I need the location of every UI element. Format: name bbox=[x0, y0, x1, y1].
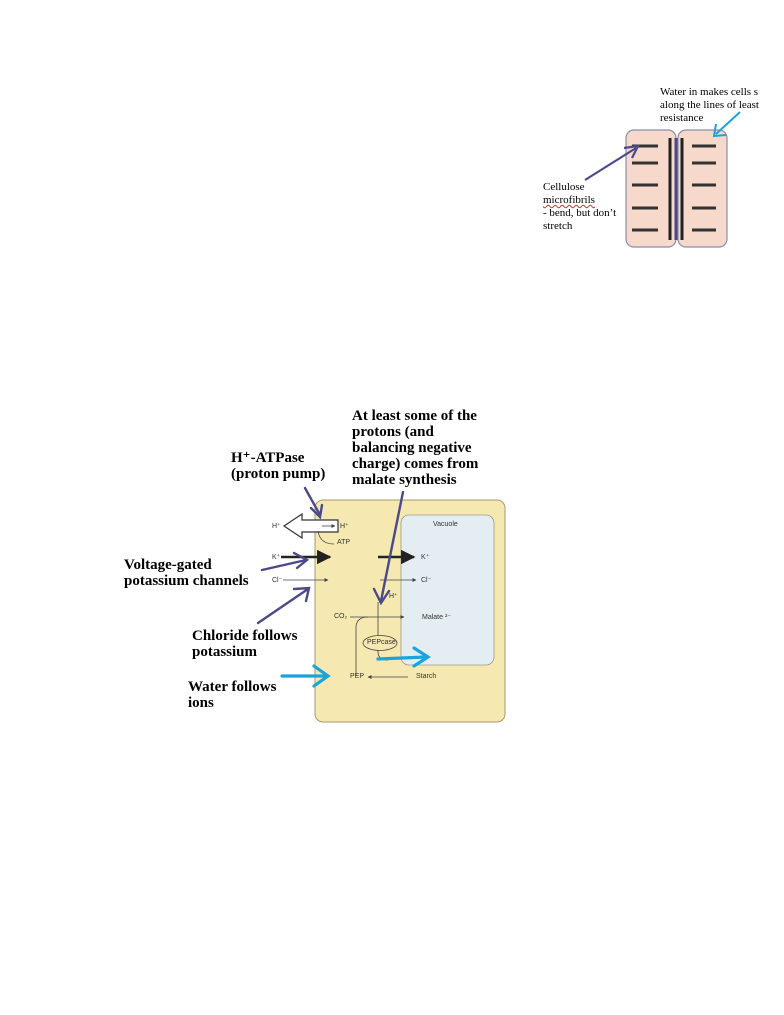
h-small-label: H⁺ bbox=[389, 593, 398, 600]
malate-note-line-5: malate synthesis bbox=[352, 472, 457, 488]
k-vacuole-label: K⁺ bbox=[421, 554, 430, 561]
water-note-line-1: Water in makes cells s bbox=[660, 86, 759, 98]
malate-synthesis-note: At least some of the protons (and balanc… bbox=[352, 408, 478, 488]
water-label-line-1: Water follows bbox=[188, 679, 277, 695]
atp-label: ATP bbox=[337, 539, 351, 546]
malate-label: Malate ²⁻ bbox=[422, 614, 451, 621]
vacuole bbox=[400, 514, 495, 666]
water-in-arrow bbox=[712, 111, 741, 138]
atp-curve bbox=[317, 530, 335, 545]
cellulose-note-line-4: stretch bbox=[543, 220, 573, 232]
water-note: Water in makes cells s along the lines o… bbox=[660, 86, 784, 125]
co2-label: CO₂ bbox=[334, 613, 348, 620]
water-label-line-2: ions bbox=[188, 695, 214, 711]
malate-note-line-1: At least some of the bbox=[352, 408, 477, 424]
k-out-label: K⁺ bbox=[272, 554, 281, 561]
h-out-label: H⁺ bbox=[272, 523, 281, 530]
annotation-arrows bbox=[256, 486, 405, 625]
chloride-label: Chloride follows potassium bbox=[192, 628, 297, 660]
vacuole-label: Vacuole bbox=[433, 521, 458, 528]
atpase-label-line-1: H⁺-ATPase bbox=[231, 450, 305, 466]
pepcase-ellipse bbox=[362, 635, 398, 651]
water-note-line-2: along the lines of least bbox=[660, 99, 759, 111]
voltage-gated-label: Voltage-gated potassium channels bbox=[124, 557, 249, 589]
pepcase-label: PEPcase bbox=[367, 639, 396, 646]
malate-note-line-4: charge) comes from bbox=[352, 456, 479, 472]
water-note-line-3: resistance bbox=[660, 112, 704, 124]
cellulose-note-line-3: - bend, but don’t bbox=[543, 207, 617, 219]
water-follows-label: Water follows ions bbox=[188, 679, 276, 711]
chloride-label-line-2: potassium bbox=[192, 644, 258, 660]
cellulose-note-line-2: microfibrils bbox=[543, 194, 595, 206]
voltage-label-line-1: Voltage-gated bbox=[124, 557, 212, 573]
pep-label: PEP bbox=[350, 673, 365, 680]
microfibrils-right bbox=[692, 144, 716, 232]
atpase-label: H⁺-ATPase (proton pump) bbox=[231, 450, 325, 482]
pep-pathway bbox=[355, 616, 369, 676]
microfibrils-left bbox=[632, 144, 658, 232]
water-arrows bbox=[280, 646, 431, 688]
voltage-label-line-2: potassium channels bbox=[124, 573, 249, 589]
cellulose-note-line-1: Cellulose bbox=[543, 181, 585, 193]
cl-vacuole-label: Cl⁻ bbox=[421, 577, 432, 584]
malate-note-line-2: protons (and bbox=[352, 424, 434, 440]
h-out-hollow-arrow bbox=[282, 512, 339, 540]
cl-out-label: Cl⁻ bbox=[272, 577, 283, 584]
cellulose-note: Cellulose microfibrils - bend, but don’t… bbox=[543, 181, 616, 233]
starch-label: Starch bbox=[416, 673, 437, 680]
chloride-label-line-1: Chloride follows bbox=[192, 628, 298, 644]
atpase-label-line-2: (proton pump) bbox=[231, 466, 326, 482]
h-in-label: H⁺ bbox=[340, 523, 349, 530]
cellulose-arrow bbox=[584, 144, 640, 181]
malate-note-line-3: balancing negative bbox=[352, 440, 472, 456]
right-guard-cell bbox=[677, 129, 728, 248]
